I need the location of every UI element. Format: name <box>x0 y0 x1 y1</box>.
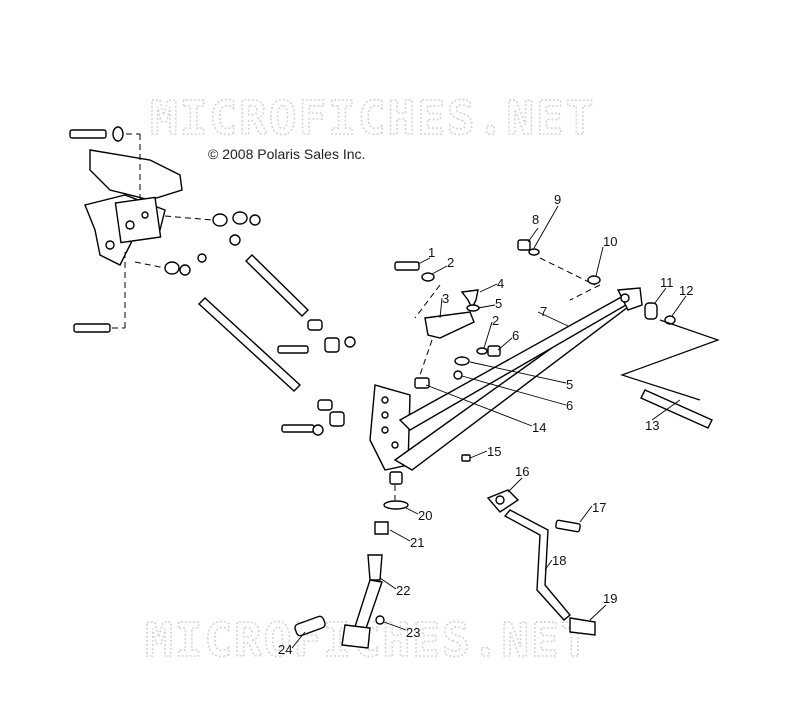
lower-rod <box>134 253 345 436</box>
callout-7: 7 <box>540 304 547 319</box>
callout-16: 16 <box>515 464 529 479</box>
frame-bolt-top <box>69 126 141 200</box>
callout-14: 14 <box>532 420 546 435</box>
callout-22: 22 <box>396 583 410 598</box>
callout-20: 20 <box>418 508 432 523</box>
callout-6: 6 <box>512 328 519 343</box>
callout-13: 13 <box>645 418 659 433</box>
callout-18: 18 <box>552 553 566 568</box>
callout-9: 9 <box>554 192 561 207</box>
callout-17: 17 <box>592 500 606 515</box>
upper-bracket <box>394 261 501 462</box>
watermark-top: MICROFICHES.NET <box>150 91 595 145</box>
callout-4: 4 <box>497 276 504 291</box>
callout-3: 3 <box>442 291 449 306</box>
callout-8: 8 <box>532 212 539 227</box>
frame-mount <box>84 149 183 266</box>
callout-24: 24 <box>278 642 292 657</box>
leader-lines <box>291 205 687 649</box>
callout-15: 15 <box>487 444 501 459</box>
frame-bolt-bottom <box>73 250 126 333</box>
copyright-notice: © 2008 Polaris Sales Inc. <box>208 146 366 162</box>
steering-shaft <box>294 485 409 649</box>
callout-5: 5 <box>495 296 502 311</box>
callout-21: 21 <box>410 535 424 550</box>
callout-11: 11 <box>660 275 674 290</box>
pedal-assembly <box>486 489 596 636</box>
callout-19: 19 <box>603 591 617 606</box>
callout-12: 12 <box>679 283 693 298</box>
callout-1: 1 <box>428 245 435 260</box>
upper-rod <box>164 211 356 354</box>
callout-6b: 6 <box>566 398 573 413</box>
callout-2: 2 <box>447 255 454 270</box>
callout-10: 10 <box>603 234 617 249</box>
callout-2b: 2 <box>492 313 499 328</box>
callout-23: 23 <box>406 625 420 640</box>
callout-5b: 5 <box>566 377 573 392</box>
a-frame <box>369 287 643 485</box>
callouts: 1 2 3 4 5 2 6 7 8 9 10 11 12 5 6 13 14 1… <box>278 192 693 657</box>
right-hardware <box>517 239 720 429</box>
